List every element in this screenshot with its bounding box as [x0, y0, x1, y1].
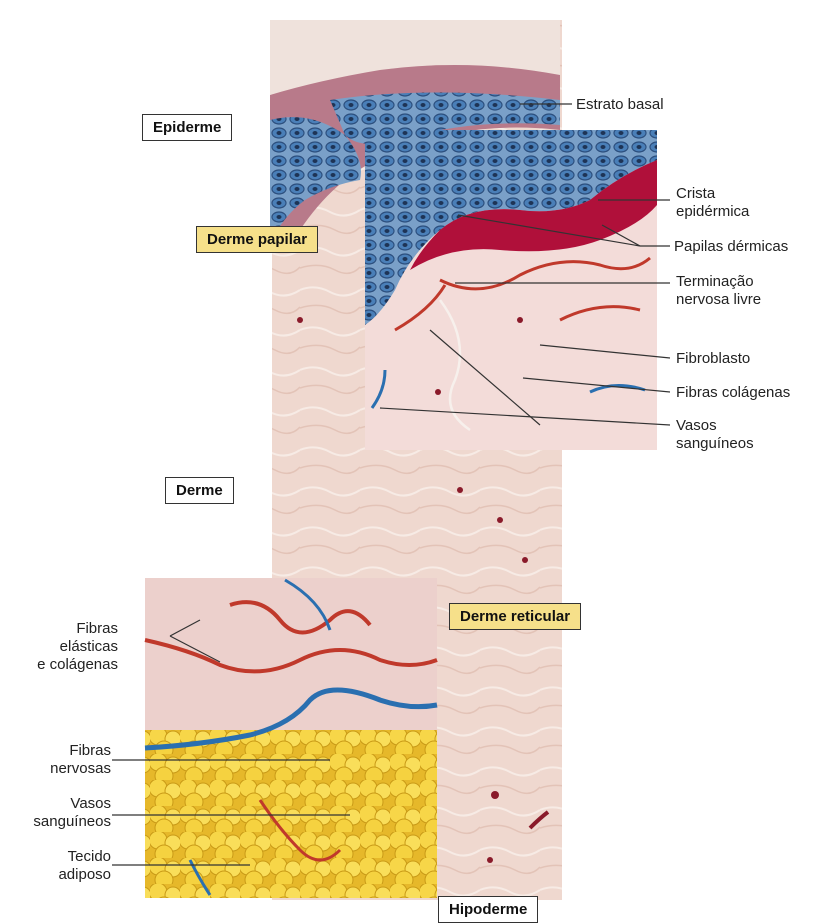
label-papilas-dermicas: Papilas dérmicas [674, 238, 788, 255]
label-tecido-adiposo-2: adiposo [58, 866, 111, 883]
label-fibras-elasticas-1: Fibras [76, 620, 118, 637]
label-fibras-elasticas-3: e colágenas [37, 656, 118, 673]
label-estrato-basal: Estrato basal [576, 96, 664, 113]
label-crista-1: Crista [676, 185, 715, 202]
fibroblast-3 [457, 487, 463, 493]
fibroblast-2 [517, 317, 523, 323]
label-vasos-sanguineos-left-2: sanguíneos [33, 813, 111, 830]
dermis-cell-4 [487, 857, 493, 863]
label-terminacao-2: nervosa livre [676, 291, 761, 308]
label-terminacao-1: Terminação [676, 273, 754, 290]
fibroblast-1 [435, 389, 441, 395]
dermis-cell-2 [522, 557, 528, 563]
label-derme: Derme [165, 477, 234, 504]
dermis-cell-3 [491, 791, 499, 799]
label-epiderme: Epiderme [142, 114, 232, 141]
dermis-cell-1 [297, 317, 303, 323]
label-derme-papilar: Derme papilar [196, 226, 318, 253]
label-tecido-adiposo-1: Tecido [68, 848, 111, 865]
adipose-tissue [145, 730, 437, 898]
label-crista-2: epidérmica [676, 203, 749, 220]
label-fibras-elasticas-2: elásticas [60, 638, 118, 655]
fibroblast-4 [497, 517, 503, 523]
label-hipoderme: Hipoderme [438, 896, 538, 923]
label-fibras-colagenas: Fibras colágenas [676, 384, 790, 401]
label-vasos-1: Vasos [676, 417, 717, 434]
label-fibras-nervosas-1: Fibras [69, 742, 111, 759]
label-vasos-2: sanguíneos [676, 435, 754, 452]
label-fibroblasto: Fibroblasto [676, 350, 750, 367]
label-derme-reticular: Derme reticular [449, 603, 581, 630]
label-fibras-nervosas-2: nervosas [50, 760, 111, 777]
label-vasos-sanguineos-left-1: Vasos [70, 795, 111, 812]
